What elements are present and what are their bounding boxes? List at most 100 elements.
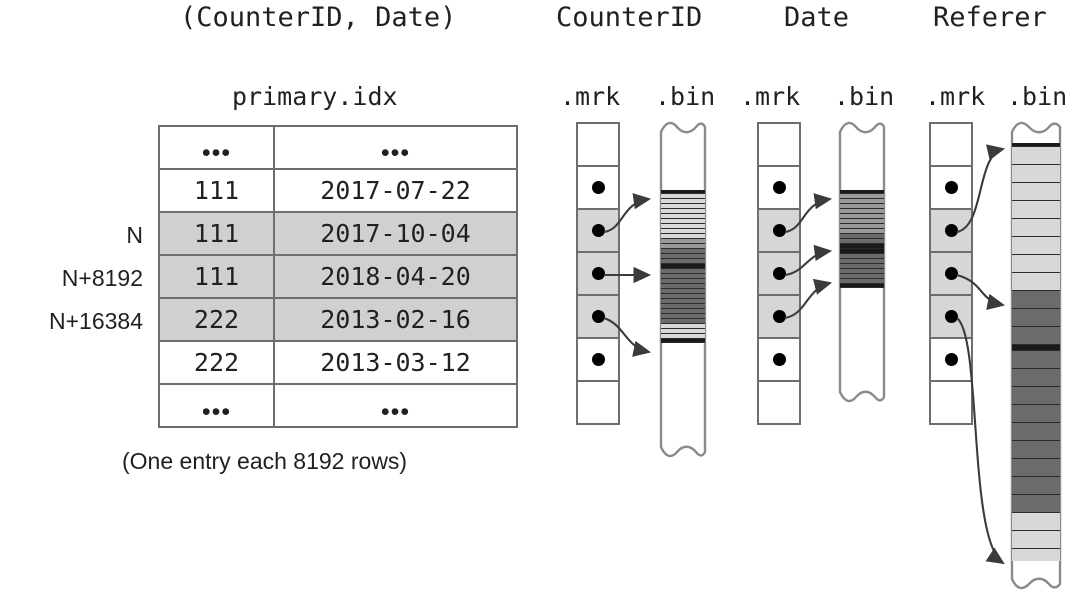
column-header-date: Date	[784, 2, 850, 33]
table-row: ••••••	[160, 127, 516, 170]
row-label-n-8192: N+8192	[61, 265, 143, 291]
bin-stripe	[661, 299, 705, 304]
bin-stripe	[661, 324, 705, 329]
bin-stripe	[1012, 549, 1060, 561]
mark-cell	[931, 339, 971, 382]
row-label-n-16384: N+16384	[49, 308, 143, 334]
bin-stripe	[661, 259, 705, 264]
bin-stripe	[1012, 291, 1060, 309]
mark-dot-icon	[772, 181, 786, 194]
primary-idx-label: primary.idx	[232, 82, 398, 111]
bin-stripe	[661, 249, 705, 254]
bin-stripe	[1012, 219, 1060, 237]
ellipsis-glyph: •••	[201, 139, 232, 167]
date-value: 2013-02-16	[320, 305, 471, 334]
mark-dot-icon	[944, 181, 958, 194]
cell-date: 2013-02-16	[275, 299, 516, 340]
mark-dot-icon	[591, 267, 605, 280]
bin-stripe	[661, 274, 705, 279]
mark-cell	[578, 253, 618, 296]
bin-stripe	[661, 214, 705, 219]
bin-stripe	[1012, 237, 1060, 255]
file-label-referer-mrk: .mrk	[925, 82, 986, 111]
bin-stripe	[840, 214, 884, 219]
file-label-date-mrk: .mrk	[740, 82, 801, 111]
bin-stripe	[840, 194, 884, 199]
mark-cell	[759, 296, 799, 339]
date-value: 2013-03-12	[320, 348, 471, 377]
mark-cell	[931, 253, 971, 296]
bin-stripe	[840, 274, 884, 279]
bin-stripe	[661, 244, 705, 249]
mark-cell	[931, 296, 971, 339]
cell-counterid: 222	[160, 342, 275, 383]
file-label-counterid-bin: .bin	[655, 82, 716, 111]
mark-dot-icon	[944, 310, 958, 323]
cell-date: •••	[275, 385, 516, 428]
date-value: 2017-07-22	[320, 176, 471, 205]
mark-cell	[578, 339, 618, 382]
mark-column-counterid	[576, 122, 620, 425]
date-value: 2017-10-04	[320, 219, 471, 248]
bin-stripe	[840, 234, 884, 239]
mark-column-referer	[929, 122, 973, 425]
counterid-value: 111	[193, 262, 240, 291]
bin-column-date	[838, 118, 886, 411]
cell-date: 2013-03-12	[275, 342, 516, 383]
table-row: ••• •••	[160, 385, 516, 428]
ellipsis-glyph: •••	[201, 398, 232, 426]
bin-stripe	[661, 194, 705, 199]
bin-stripe	[1012, 351, 1060, 369]
counterid-value: 111	[193, 176, 240, 205]
cell-date: 2017-10-04	[275, 213, 516, 254]
bin-stripe	[661, 254, 705, 259]
bin-stripe	[840, 249, 884, 254]
bin-stripe	[840, 269, 884, 274]
bin-stripe	[840, 284, 884, 288]
bin-stripe	[661, 304, 705, 309]
bin-stripe	[840, 244, 884, 249]
cell-counterid: •••	[160, 385, 275, 428]
bin-stripe	[1012, 143, 1060, 147]
bin-stripe	[661, 269, 705, 274]
mark-dot-icon	[772, 353, 786, 366]
mark-dot-icon	[944, 224, 958, 237]
mark-cell	[578, 167, 618, 210]
counterid-value: 111	[193, 219, 240, 248]
bin-stripe	[840, 239, 884, 244]
table-row: 222 2013-03-12	[160, 342, 516, 385]
bin-stripe	[840, 219, 884, 224]
bin-stripe	[840, 209, 884, 214]
mark-cell	[759, 382, 799, 425]
bin-stripe	[661, 224, 705, 229]
bin-stripe	[1012, 423, 1060, 441]
bin-stripe	[1012, 405, 1060, 423]
column-header-counterid: CounterID	[556, 2, 703, 33]
bin-stripe	[661, 199, 705, 204]
column-header-referer: Referer	[933, 2, 1047, 33]
row-label-n: N	[126, 222, 143, 248]
bin-stripe	[661, 329, 705, 334]
bin-stripe	[661, 209, 705, 214]
mark-cell	[759, 210, 799, 253]
bin-stripe	[661, 239, 705, 244]
mark-dot-icon	[944, 267, 958, 280]
mark-column-date	[757, 122, 801, 425]
mark-dot-icon	[591, 224, 605, 237]
mark-dot-icon	[772, 224, 786, 237]
bin-column-counterid	[659, 118, 707, 466]
file-label-counterid-mrk: .mrk	[560, 82, 621, 111]
mark-cell	[759, 253, 799, 296]
bin-stripe	[840, 259, 884, 264]
bin-stripe	[840, 229, 884, 234]
mark-cell	[578, 124, 618, 167]
bin-stripe	[661, 284, 705, 289]
primary-key-title: (CounterID, Date)	[180, 2, 457, 33]
bin-stripe	[661, 219, 705, 224]
cell-counterid: •••	[160, 127, 275, 168]
mark-dot-icon	[591, 310, 605, 323]
mark-cell	[759, 124, 799, 167]
